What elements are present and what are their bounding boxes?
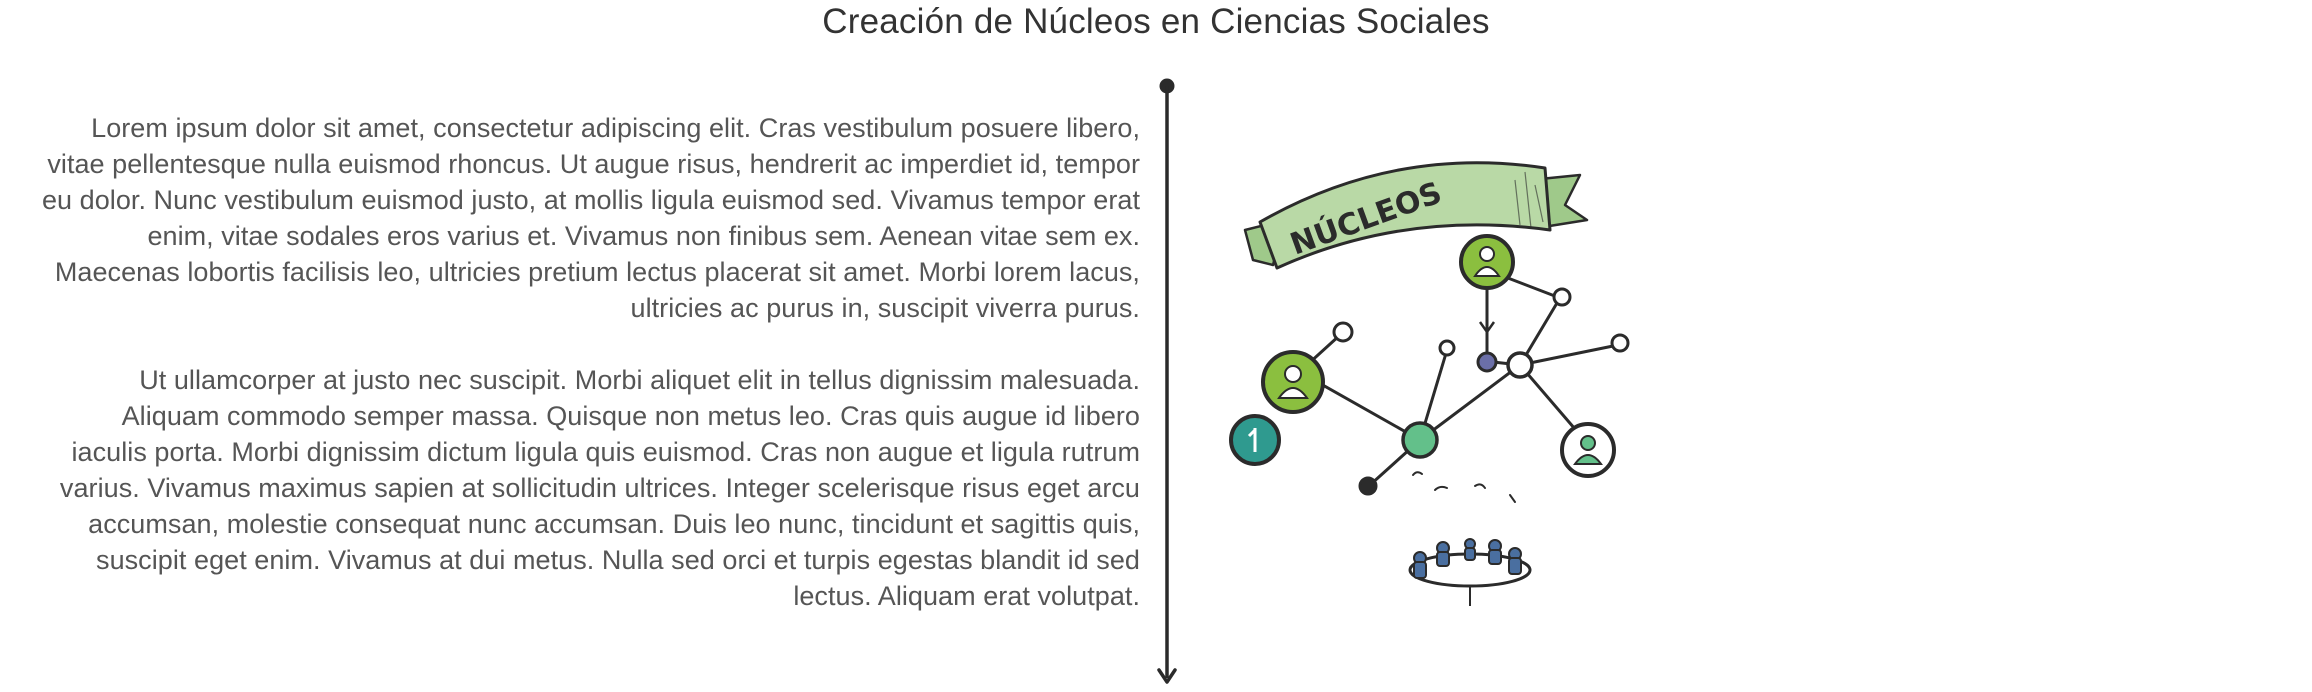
round-table-icon bbox=[1408, 538, 1532, 606]
node-person-top-icon bbox=[1459, 234, 1515, 290]
paragraph-1: Lorem ipsum dolor sit amet, consectetur … bbox=[41, 113, 1140, 323]
page-title: Creación de Núcleos en Ciencias Sociales bbox=[822, 2, 1490, 41]
network-lines bbox=[1283, 268, 1620, 487]
node-person-left-icon bbox=[1261, 350, 1325, 414]
node-person-teal-icon bbox=[1229, 414, 1281, 466]
small-node-icons bbox=[1332, 287, 1630, 496]
spark-lines-icon bbox=[1412, 471, 1516, 503]
arrow-down-icon bbox=[1478, 290, 1496, 335]
banner-icon: NÚCLEOS bbox=[1243, 161, 1589, 270]
node-hub-icon bbox=[1476, 351, 1534, 379]
timeline-arrow bbox=[1157, 78, 1177, 684]
node-center-icon bbox=[1401, 421, 1439, 459]
timeline-arrowhead bbox=[1157, 668, 1177, 684]
body-text: Lorem ipsum dolor sit amet, consectetur … bbox=[40, 110, 1140, 614]
node-person-right-icon bbox=[1560, 422, 1616, 478]
nucleos-illustration: NÚCLEOS bbox=[1229, 161, 1630, 606]
paragraph-2: Ut ullamcorper at justo nec suscipit. Mo… bbox=[59, 365, 1140, 611]
